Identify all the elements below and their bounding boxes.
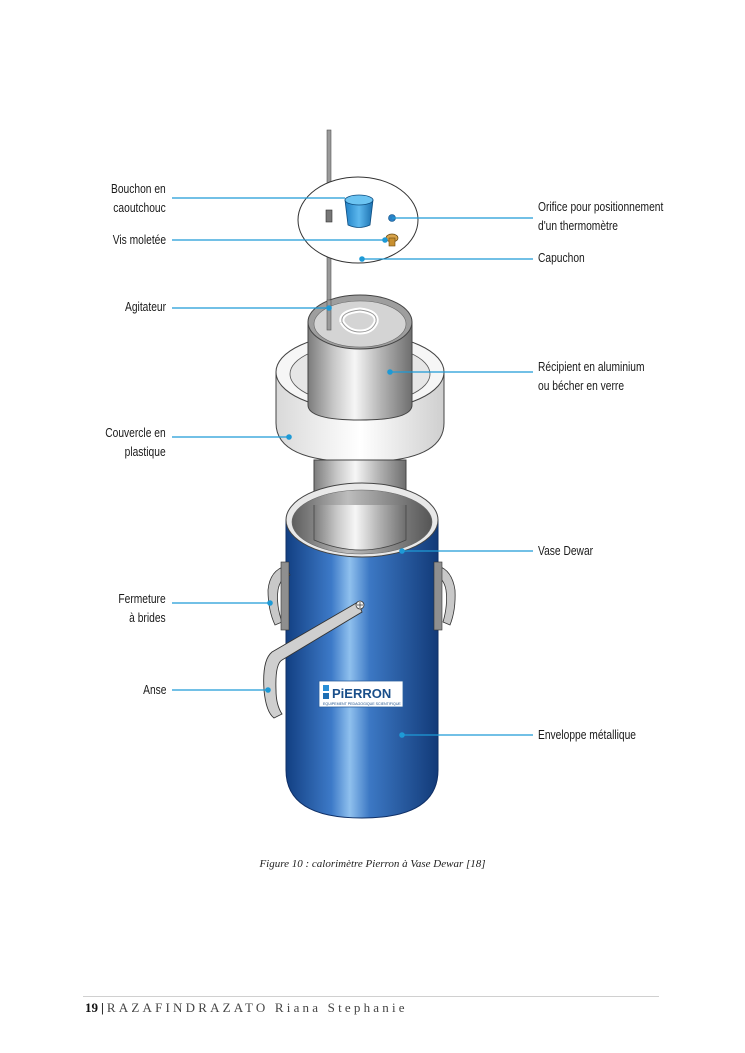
logo-brand: PiERRON xyxy=(332,686,391,701)
leader-vis-dot xyxy=(382,237,388,243)
leader-couvercle-dot xyxy=(286,434,292,440)
aluminium-container xyxy=(307,294,413,421)
metal-envelope xyxy=(285,482,439,819)
page-footer: 19|RAZAFINDRAZATO Riana Stephanie xyxy=(85,1000,408,1016)
leader-vase-dot xyxy=(399,548,405,554)
right-clamp xyxy=(433,561,456,631)
leader-agitateur-dot xyxy=(326,305,332,311)
figure-caption: Figure 10 : calorimètre Pierron à Vase D… xyxy=(259,858,486,870)
label-enveloppe: Enveloppe métallique xyxy=(538,728,637,742)
label-fermeture: Fermeture à brides xyxy=(118,592,166,625)
label-couvercle: Couvercle en plastique xyxy=(105,426,166,459)
label-agitateur: Agitateur xyxy=(124,300,166,314)
leader-capuchon-dot xyxy=(359,256,365,262)
leader-fermeture-dot xyxy=(267,600,273,606)
leader-recipient-dot xyxy=(387,369,393,375)
left-clamp xyxy=(267,561,291,631)
label-vase: Vase Dewar xyxy=(538,544,594,558)
leader-anse-dot xyxy=(265,687,271,693)
leader-enveloppe-dot xyxy=(399,732,405,738)
footer-separator: | xyxy=(101,1000,104,1015)
label-anse: Anse xyxy=(142,683,166,697)
leader-lines xyxy=(172,197,533,738)
pierron-logo: PiERRON EQUIPEMENT PEDAGOGIQUE SCIENTIFI… xyxy=(318,680,404,708)
logo-tagline: EQUIPEMENT PEDAGOGIQUE SCIENTIFIQUE xyxy=(323,702,401,706)
label-bouchon: Bouchon en caoutchouc xyxy=(111,182,166,215)
label-capuchon: Capuchon xyxy=(538,251,585,265)
label-vis: Vis moletée xyxy=(112,233,166,247)
label-recipient: Récipient en aluminium ou bécher en verr… xyxy=(538,360,645,393)
label-orifice: Orifice pour positionnement d'un thermom… xyxy=(538,200,664,233)
footer-rule xyxy=(83,996,659,997)
page-number: 19 xyxy=(85,1000,98,1015)
footer-author: RAZAFINDRAZATO Riana Stephanie xyxy=(106,1000,408,1015)
handle xyxy=(263,600,365,719)
rubber-stopper xyxy=(344,194,374,228)
